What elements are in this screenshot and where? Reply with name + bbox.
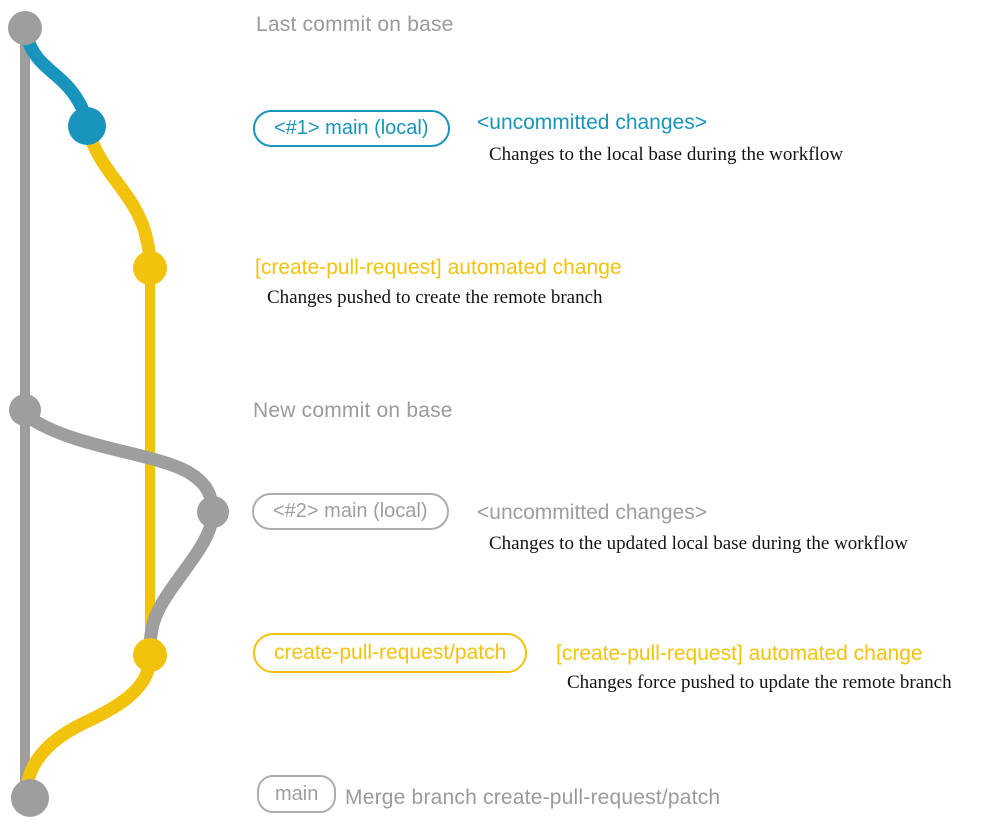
caption-updated-local-base-changes: Changes to the updated local base during…	[489, 533, 908, 554]
commit-node-local-main-1	[68, 107, 106, 145]
commit-node-automated-change-2	[133, 638, 167, 672]
branch-badge-main-local-2: <#2> main (local)	[252, 493, 449, 530]
label-new-commit-on-base: New commit on base	[253, 399, 453, 422]
heading-automated-change-2: [create-pull-request] automated change	[556, 642, 923, 665]
heading-uncommitted-changes-1: <uncommitted changes>	[477, 111, 707, 134]
branch-edge-merge	[20, 653, 157, 795]
commit-node-merge-commit	[11, 779, 49, 817]
heading-automated-change-1: [create-pull-request] automated change	[255, 256, 622, 279]
branch-edge-automated-1	[84, 131, 157, 269]
branch-badge-create-pull-request-patch: create-pull-request/patch	[253, 633, 528, 673]
branch-edge-local-main-1	[19, 27, 89, 115]
branch-edge-rebase	[143, 512, 219, 657]
caption-force-pushed-update-remote: Changes force pushed to update the remot…	[567, 672, 952, 693]
branch-edge-local-main-2	[20, 409, 219, 511]
heading-uncommitted-changes-2: <uncommitted changes>	[477, 501, 707, 524]
commit-node-new-commit-on-base	[9, 394, 41, 426]
commit-node-automated-change-1	[133, 251, 167, 285]
label-merge-branch: Merge branch create-pull-request/patch	[345, 786, 721, 809]
caption-pushed-create-remote: Changes pushed to create the remote bran…	[267, 287, 603, 308]
commit-node-last-commit-on-base	[8, 11, 42, 45]
commit-node-local-main-2	[197, 496, 229, 528]
branch-badge-main: main	[257, 775, 337, 813]
caption-local-base-changes: Changes to the local base during the wor…	[489, 144, 844, 165]
label-last-commit-on-base: Last commit on base	[256, 13, 454, 36]
branch-badge-main-local-1: <#1> main (local)	[253, 110, 450, 147]
